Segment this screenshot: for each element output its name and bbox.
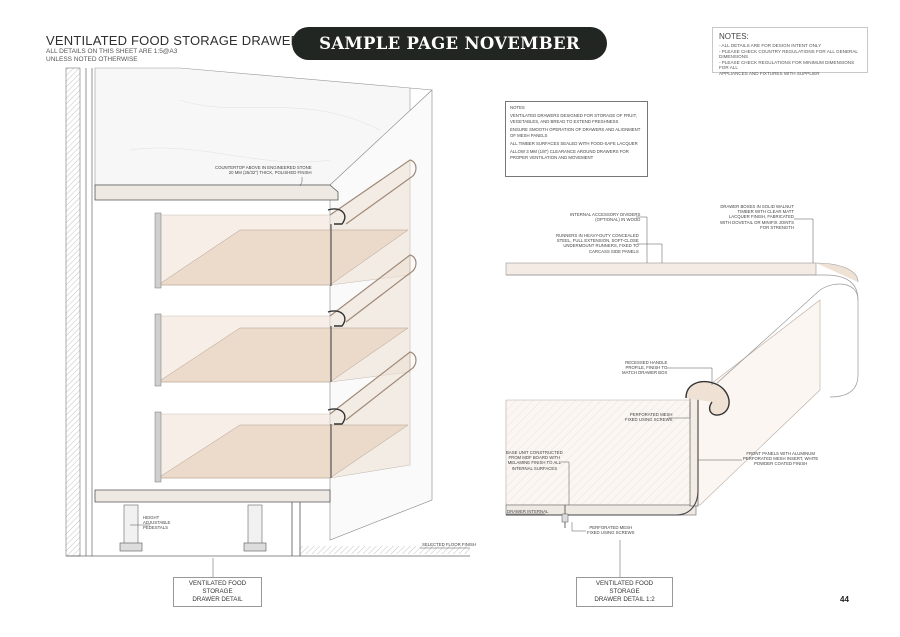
runners-annotation: RUNNERS IN HEAVY-DUTY CONCEALED STEEL, F… — [556, 233, 639, 254]
drawer-1 — [154, 159, 417, 289]
dividers-annotation: INTERNAL ACCESSORY DIVIDERS (OPTIONAL) I… — [570, 212, 640, 222]
annotation-line: RUNNERS IN HEAVY-DUTY CONCEALED — [556, 233, 639, 238]
sample-banner: SAMPLE PAGE NOVEMBER — [292, 27, 607, 60]
handle-annotation: RECESSED HANDLE PROFILE, FINISH TO MATCH… — [622, 360, 667, 376]
general-note: - ALL DETAILS ARE FOR DESIGN INTENT ONLY — [719, 43, 822, 48]
spec-notes-box: NOTES VENTILATED DRAWERS DESIGNED FOR ST… — [505, 101, 648, 177]
right-detail — [505, 216, 859, 577]
caption-line: VENTILATED FOOD STORAGE — [595, 580, 654, 595]
annotation-line: POWDER COATED FINISH — [753, 461, 808, 467]
general-note: - PLEASE CHECK COUNTRY REGULATIONS FOR A… — [719, 48, 858, 60]
annotation-line: RECESSED HANDLE — [625, 360, 668, 365]
annotation-line: UNDERMOUNT RUNNERS, FIXED TO — [563, 243, 639, 249]
annotation-line: FIXED USING SCREWS — [587, 530, 635, 536]
spec-note: ALLOW 3 MM (1/8") CLEARANCE AROUND DRAWE… — [510, 149, 629, 160]
annotation-line: MATCH DRAWER BOX — [622, 370, 668, 376]
drawer-boxes-annotation: DRAWER BOXES IN SOLID WALNUT TIMBER WITH… — [720, 204, 794, 230]
floor-annotation: SELECTED FLOOR FINISH — [422, 542, 476, 547]
countertop-annotation: COUNTERTOP ABOVE IN ENGINEERED STONE 20 … — [215, 165, 312, 175]
spec-note: VENTILATED DRAWERS DESIGNED FOR STORAGE … — [510, 113, 637, 124]
base-unit-annotation: BASE UNIT CONSTRUCTED FROM MDF BOARD WIT… — [506, 450, 563, 471]
general-notes-box: NOTES: - ALL DETAILS ARE FOR DESIGN INTE… — [712, 27, 868, 76]
left-detail — [65, 67, 470, 577]
spec-notes-title: NOTES — [510, 105, 525, 110]
scale-note: ALL DETAILS ON THIS SHEET ARE 1:5@A3 UNL… — [46, 48, 196, 64]
general-notes-title: NOTES: — [719, 32, 749, 41]
annotation-line: STEEL, FULL EXTENSION, SOFT-CLOSE — [556, 238, 639, 244]
page-number: 44 — [840, 595, 849, 604]
annotation-line: COUNTERTOP ABOVE IN ENGINEERED STONE — [215, 165, 312, 170]
spec-note: ALL TIMBER SURFACES SEALED WITH FOOD-SAF… — [510, 141, 638, 147]
annotation-line: DRAWER BOXES IN SOLID WALNUT — [720, 204, 795, 209]
scale-note-line: UNLESS NOTED OTHERWISE — [46, 56, 138, 63]
annotation-line: LACQUER FINISH, FABRICATED — [728, 214, 795, 220]
annotation-line: TIMBER WITH CLEAR MATT — [737, 209, 795, 215]
right-detail-caption: VENTILATED FOOD STORAGE DRAWER DETAIL 1:… — [576, 577, 673, 607]
annotation-line: HEIGHT — [143, 515, 160, 520]
caption-line: VENTILATED FOOD STORAGE — [188, 580, 247, 595]
annotation-line: MELAMINE FINISH TO ALL — [507, 460, 562, 466]
drawer-2 — [154, 254, 417, 387]
annotation-line: ADJUSTABLE — [143, 520, 171, 526]
annotation-line: FOR STRENGTH — [760, 224, 795, 230]
annotation-line: 20 MM (25/32") THICK, POLISHED FINISH — [228, 170, 312, 176]
front-panels-annotation: FRONT PANELS WITH ALUMINUM PERFORATED ME… — [743, 451, 818, 467]
caption-line: DRAWER DETAIL 1:2 — [594, 596, 655, 603]
annotation-line: CARCASS SIDE PANELS — [588, 248, 639, 254]
annotation-line: INTERNAL SURFACES — [511, 465, 558, 471]
annotation-line: WITH DOVETAIL OR MINIFIX JOINTS — [720, 219, 795, 225]
annotation-line: INTERNAL ACCESSORY DIVIDERS — [570, 212, 641, 217]
annotation-line: PERFORATED MESH — [629, 412, 673, 417]
annotation-line: PEDESTALS — [143, 525, 168, 531]
mesh-top-annotation: PERFORATED MESH FIXED USING SCREWS — [625, 412, 673, 422]
annotation-line: FIXED USING SCREWS — [625, 417, 673, 423]
scale-note-line: ALL DETAILS ON THIS SHEET ARE 1:5@A3 — [46, 48, 178, 55]
page-title: VENTILATED FOOD STORAGE DRAWER — [46, 33, 301, 48]
annotation-line: FRONT PANELS WITH ALUMINUM — [746, 451, 815, 456]
pedestals-annotation: HEIGHT ADJUSTABLE PEDESTALS — [143, 515, 170, 531]
mesh-bottom-annotation: PERFORATED MESH FIXED USING SCREWS — [587, 525, 635, 535]
general-note: - PLEASE CHECK REGULATIONS FOR MINIMUM D… — [719, 59, 855, 71]
annotation-line: PERFORATED MESH — [589, 525, 633, 530]
drawer-3 — [154, 351, 417, 483]
annotation-line: (OPTIONAL) IN WOOD — [595, 217, 641, 223]
annotation-line: FROM MDF BOARD WITH — [508, 455, 561, 461]
spec-note: ENSURE SMOOTH OPERATION OF DRAWERS AND A… — [510, 127, 641, 138]
annotation-line: BASE UNIT CONSTRUCTED — [506, 450, 563, 455]
general-note: APPLIANCES AND FIXTURES WITH SUPPLIER — [719, 70, 820, 76]
drawer-internal-annotation: DRAWER INTERNAL — [507, 509, 549, 514]
caption-line: DRAWER DETAIL — [192, 596, 243, 603]
annotation-line: PERFORATED MESH INSERT, WHITE — [743, 456, 819, 462]
annotation-line: PROFILE, FINISH TO — [625, 365, 668, 371]
left-detail-caption: VENTILATED FOOD STORAGE DRAWER DETAIL — [173, 577, 262, 607]
